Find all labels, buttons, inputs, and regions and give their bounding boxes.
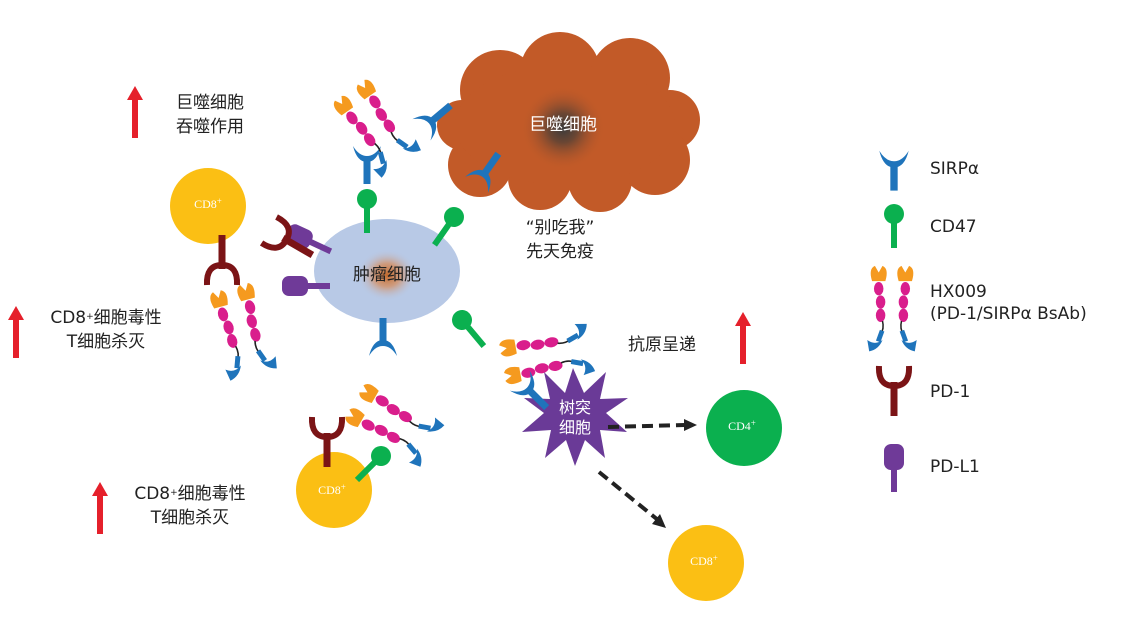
macrophage-cell-label: 巨噬细胞 [529, 115, 597, 135]
antigen-presentation-label: 抗原呈递 [612, 333, 712, 357]
cd4-cell [706, 390, 782, 466]
cd8-sup: + [86, 312, 94, 322]
up-arrow-antigen [735, 312, 751, 364]
cd4-label: CD4+ [712, 418, 772, 434]
phagocytosis-line2: 吞噬作用 [176, 117, 244, 137]
cd8-suffix: 细胞毒性 [177, 484, 246, 504]
sirpa-bound-top [353, 146, 381, 184]
dont-eat-me-label: “别吃我” 先天免疫 [510, 216, 610, 264]
cd8-bottom-right-label: CD8+ [674, 553, 734, 569]
arrow-to-cd8 [597, 470, 666, 528]
dendritic-cell [522, 368, 628, 466]
sirpa-icon [879, 150, 909, 191]
cd47-icon [884, 204, 904, 248]
cd8-cell-bottom [296, 452, 372, 528]
hx009-antibody-top [327, 74, 424, 180]
dendritic-cell-label: 树突 细胞 [545, 398, 605, 438]
cd4-text: CD4 [728, 419, 751, 433]
cd8-plus: + [340, 482, 346, 492]
tumor-sirpa-bottom [369, 318, 397, 356]
cd8-text: CD8 [690, 554, 713, 568]
up-arrow-cd8-bottom [92, 482, 108, 534]
macrophage-cell [437, 32, 700, 212]
hx009-antibody-left [204, 280, 280, 383]
legend-hx009-sublabel: (PD-1/SIRPα BsAb) [930, 304, 1087, 324]
cd8-cell-bottom-right [668, 525, 744, 601]
pdl1-icon [884, 444, 904, 492]
up-arrow-cd8-top [8, 306, 24, 358]
phagocytosis-line1: 巨噬细胞 [176, 93, 244, 113]
cd8-killing-top-line2: T细胞杀灭 [66, 332, 146, 352]
cd8-text: CD8 [318, 483, 341, 497]
cd8-text: CD8 [194, 197, 217, 211]
macrophage-phagocytosis-label: 巨噬细胞 吞噬作用 [160, 91, 260, 139]
cd8-killing-top-line1: CD8+细胞毒性 [36, 306, 176, 330]
cd8-sup: + [170, 488, 178, 498]
cd8-cell-top-left [170, 168, 246, 244]
tumor-cell [314, 219, 460, 323]
dendritic-line1: 树突 [558, 398, 591, 417]
legend-hx009-label: HX009 (PD-1/SIRPα BsAb) [930, 281, 1087, 325]
cd8-killing-bottom-line1: CD8+细胞毒性 [120, 482, 260, 506]
cd8-top-left-label: CD8+ [178, 196, 238, 212]
tumor-cd47-lower-right [447, 305, 492, 353]
cd8-plus: + [712, 553, 718, 563]
cd8-plus: + [216, 196, 222, 206]
dont-eat-me-line1: “别吃我” [525, 218, 595, 238]
legend-pdl1-label: PD-L1 [930, 457, 980, 477]
legend-hx009-name: HX009 [930, 282, 987, 302]
up-arrow-phagocytosis [127, 86, 143, 138]
cd8-prefix: CD8 [134, 484, 171, 504]
dont-eat-me-line2: 先天免疫 [526, 242, 594, 262]
cd4-plus: + [750, 418, 756, 428]
cd8-killing-label-bottom: CD8+细胞毒性 T细胞杀灭 [120, 482, 260, 530]
legend-cd47-label: CD47 [930, 217, 977, 237]
dendritic-line2: 细胞 [558, 418, 591, 437]
cd8-killing-bottom-line2: T细胞杀灭 [150, 508, 230, 528]
arrow-to-cd4 [607, 419, 697, 431]
cd8-suffix: 细胞毒性 [93, 308, 162, 328]
cd8-prefix: CD8 [50, 308, 87, 328]
antigen-presentation-text: 抗原呈递 [628, 335, 696, 355]
hx009-antibody-icon [866, 265, 918, 353]
legend-sirpa-label: SIRPα [930, 159, 980, 179]
hx009-antibody-lower [340, 377, 447, 470]
cd8-bottom-label: CD8+ [302, 482, 362, 498]
tumor-cell-label: 肿瘤细胞 [353, 265, 421, 285]
pd1-icon [879, 366, 909, 416]
cd8-killing-label-top: CD8+细胞毒性 T细胞杀灭 [36, 306, 176, 354]
legend-pd1-label: PD-1 [930, 382, 971, 402]
